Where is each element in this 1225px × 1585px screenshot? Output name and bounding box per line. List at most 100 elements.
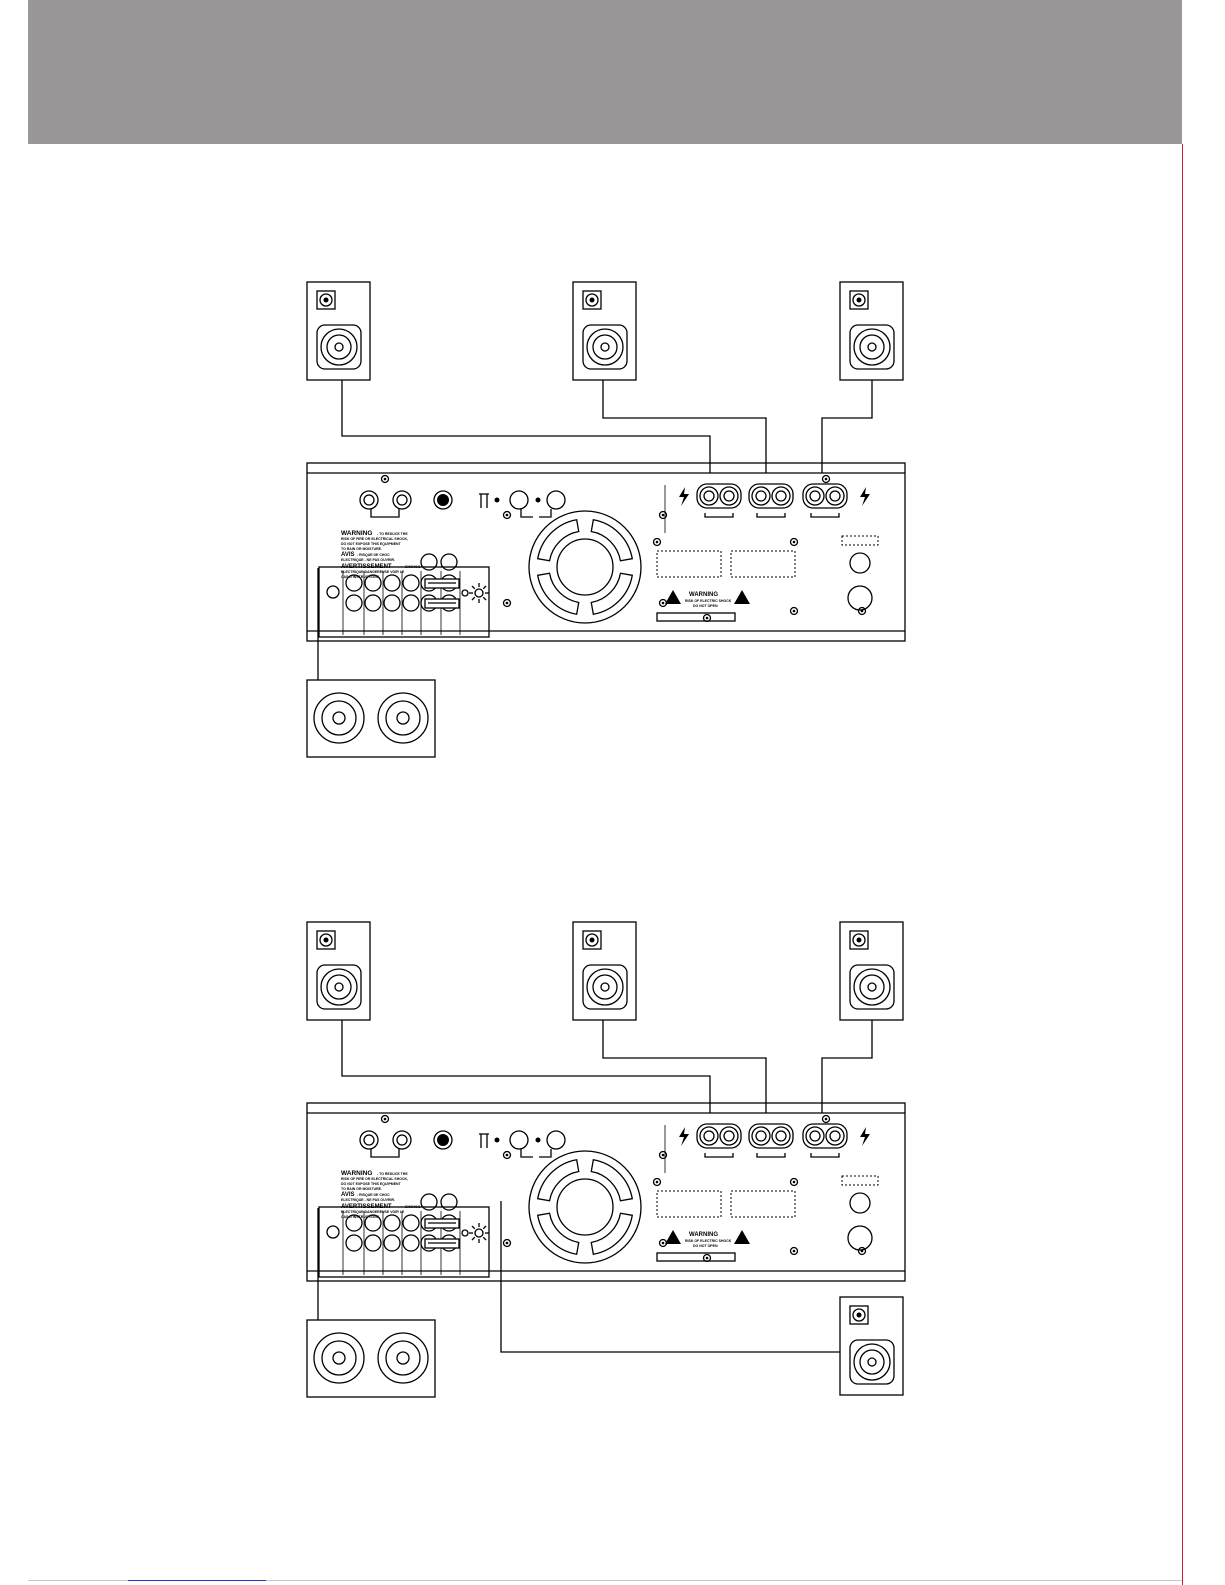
serial-label-1 xyxy=(656,1190,722,1218)
cooling-fan-icon xyxy=(502,1150,668,1264)
aux-bracket-2 xyxy=(539,509,552,518)
shock-warning-title: WARNING xyxy=(689,592,718,598)
voltage-label xyxy=(841,1175,879,1186)
speaker-terminal-1b xyxy=(719,1126,739,1146)
starburst-knob xyxy=(469,1223,489,1243)
knob-ray xyxy=(482,585,487,590)
screw-center xyxy=(505,1153,509,1157)
woofer-frame xyxy=(582,964,628,1010)
warning-line-1: - TO REDUCE THE xyxy=(377,1172,408,1176)
woofer-inner xyxy=(326,334,352,360)
tweeter-center xyxy=(856,297,862,303)
sub-out-jack-2 xyxy=(440,553,458,571)
subwoofer-icon xyxy=(306,1319,436,1398)
woofer-inner xyxy=(859,1349,885,1375)
speaker-wire-1 xyxy=(341,1020,711,1113)
tweeter-frame xyxy=(582,290,602,310)
speaker-terminal-1b-ring xyxy=(723,490,735,502)
speaker-terminal-1a xyxy=(699,1126,719,1146)
speaker-icon xyxy=(839,921,904,1021)
rca-jack-top-4 xyxy=(402,1214,420,1232)
tweeter-center xyxy=(856,1312,862,1318)
cooling-fan-icon xyxy=(502,510,668,624)
rca-jack-top-4 xyxy=(402,574,420,592)
speaker-terminal-3b xyxy=(825,1126,845,1146)
woofer-frame xyxy=(316,964,362,1010)
screw xyxy=(789,1246,799,1256)
screw-center xyxy=(505,1241,509,1245)
woofer-cap xyxy=(867,342,877,352)
screw xyxy=(658,510,668,520)
speaker-icon xyxy=(839,281,904,381)
antenna-knob-fill xyxy=(437,494,449,506)
warning-line-2: RISK OF FIRE OR ELECTRICAL SHOCK, xyxy=(341,537,408,541)
tweeter-frame xyxy=(849,1305,869,1325)
woofer-inner xyxy=(326,974,352,1000)
tweeter-center xyxy=(856,937,862,943)
rca-jack-bottom-4 xyxy=(402,1234,420,1252)
shock-warning-line-1: RISK OF ELECTRIC SHOCK xyxy=(685,1239,732,1243)
speaker-wire-2 xyxy=(602,1020,767,1113)
antenna-jack-inner-2 xyxy=(396,494,408,506)
avis-line-1: - RISQUE DE CHOC xyxy=(357,553,390,557)
aux-bracket xyxy=(520,1149,533,1158)
tweeter-center xyxy=(589,297,595,303)
screw-center xyxy=(661,1241,665,1245)
speaker-terminal-1a xyxy=(699,486,719,506)
subwoofer-driver-1 xyxy=(313,1332,365,1384)
fan-grill-outer-4 xyxy=(590,518,634,562)
speaker-terminal-2a-ring xyxy=(755,1130,767,1142)
exclamation-warning-icon xyxy=(734,1230,750,1244)
tweeter-dome xyxy=(319,293,333,307)
woofer-cap xyxy=(334,982,344,992)
terminal-pair-1 xyxy=(696,1123,742,1149)
speaker-terminal-3b-ring xyxy=(829,490,841,502)
serial-label-1 xyxy=(656,550,722,578)
woofer-cap xyxy=(867,982,877,992)
avis-line-2: ELECTRIQUE - NE PAS OUVRIR. xyxy=(341,1198,395,1202)
screw-center xyxy=(655,1180,659,1184)
knob-core xyxy=(474,1228,484,1238)
aux-jack-2 xyxy=(546,1130,566,1150)
woofer-inner xyxy=(859,974,885,1000)
tweeter-center xyxy=(323,937,329,943)
speaker-icon xyxy=(306,921,371,1021)
rca-jack-bottom-1 xyxy=(345,1234,363,1252)
woofer-frame xyxy=(582,324,628,370)
screw xyxy=(502,1150,512,1160)
speaker-wire-1 xyxy=(341,380,711,473)
woofer-cap xyxy=(334,342,344,352)
ac-outlet-1 xyxy=(849,552,871,574)
knob-core xyxy=(474,588,484,598)
woofer-frame xyxy=(849,324,895,370)
screw xyxy=(821,474,831,484)
warning-line-3: DO NOT EXPOSE THIS EQUIPMENT xyxy=(341,542,402,546)
screw-center xyxy=(661,601,665,605)
antenna-jack-inner-2 xyxy=(396,1134,408,1146)
avis-line-1: - RISQUE DE CHOC xyxy=(357,1193,390,1197)
input-jack-area xyxy=(318,566,490,638)
speaker-terminal-1a-ring xyxy=(703,490,715,502)
subwoofer-cap-1 xyxy=(332,711,346,725)
speaker-terminal-2a xyxy=(751,1126,771,1146)
speaker-terminal-2b-ring xyxy=(775,1130,787,1142)
rca-jack-bottom-3 xyxy=(383,1234,401,1252)
terminal-pair-2 xyxy=(748,1123,794,1149)
lightning-warning-icon xyxy=(860,487,870,506)
ac-outlet-2 xyxy=(847,1225,873,1251)
screw-center xyxy=(792,1249,796,1253)
terminal-pair-2 xyxy=(748,483,794,509)
antenna-jack-2 xyxy=(392,1130,412,1150)
avert-line-2: ELECTRIQUE DANGEREUSE VOIR LE xyxy=(341,1210,405,1214)
lightning-warning-icon xyxy=(665,590,681,604)
warning-title: WARNING xyxy=(341,530,372,537)
switch-dot xyxy=(494,1137,500,1143)
warning-line-4: TO RAIN OR MOISTURE. xyxy=(341,1187,382,1191)
subwoofer-cap-2 xyxy=(396,1351,410,1365)
knob-ray xyxy=(471,585,476,590)
woofer-cone xyxy=(853,968,891,1006)
speaker-icon xyxy=(306,281,371,381)
antenna-jack-inner-1 xyxy=(363,494,375,506)
screw-center xyxy=(505,513,509,517)
fan-inner xyxy=(556,1178,614,1236)
